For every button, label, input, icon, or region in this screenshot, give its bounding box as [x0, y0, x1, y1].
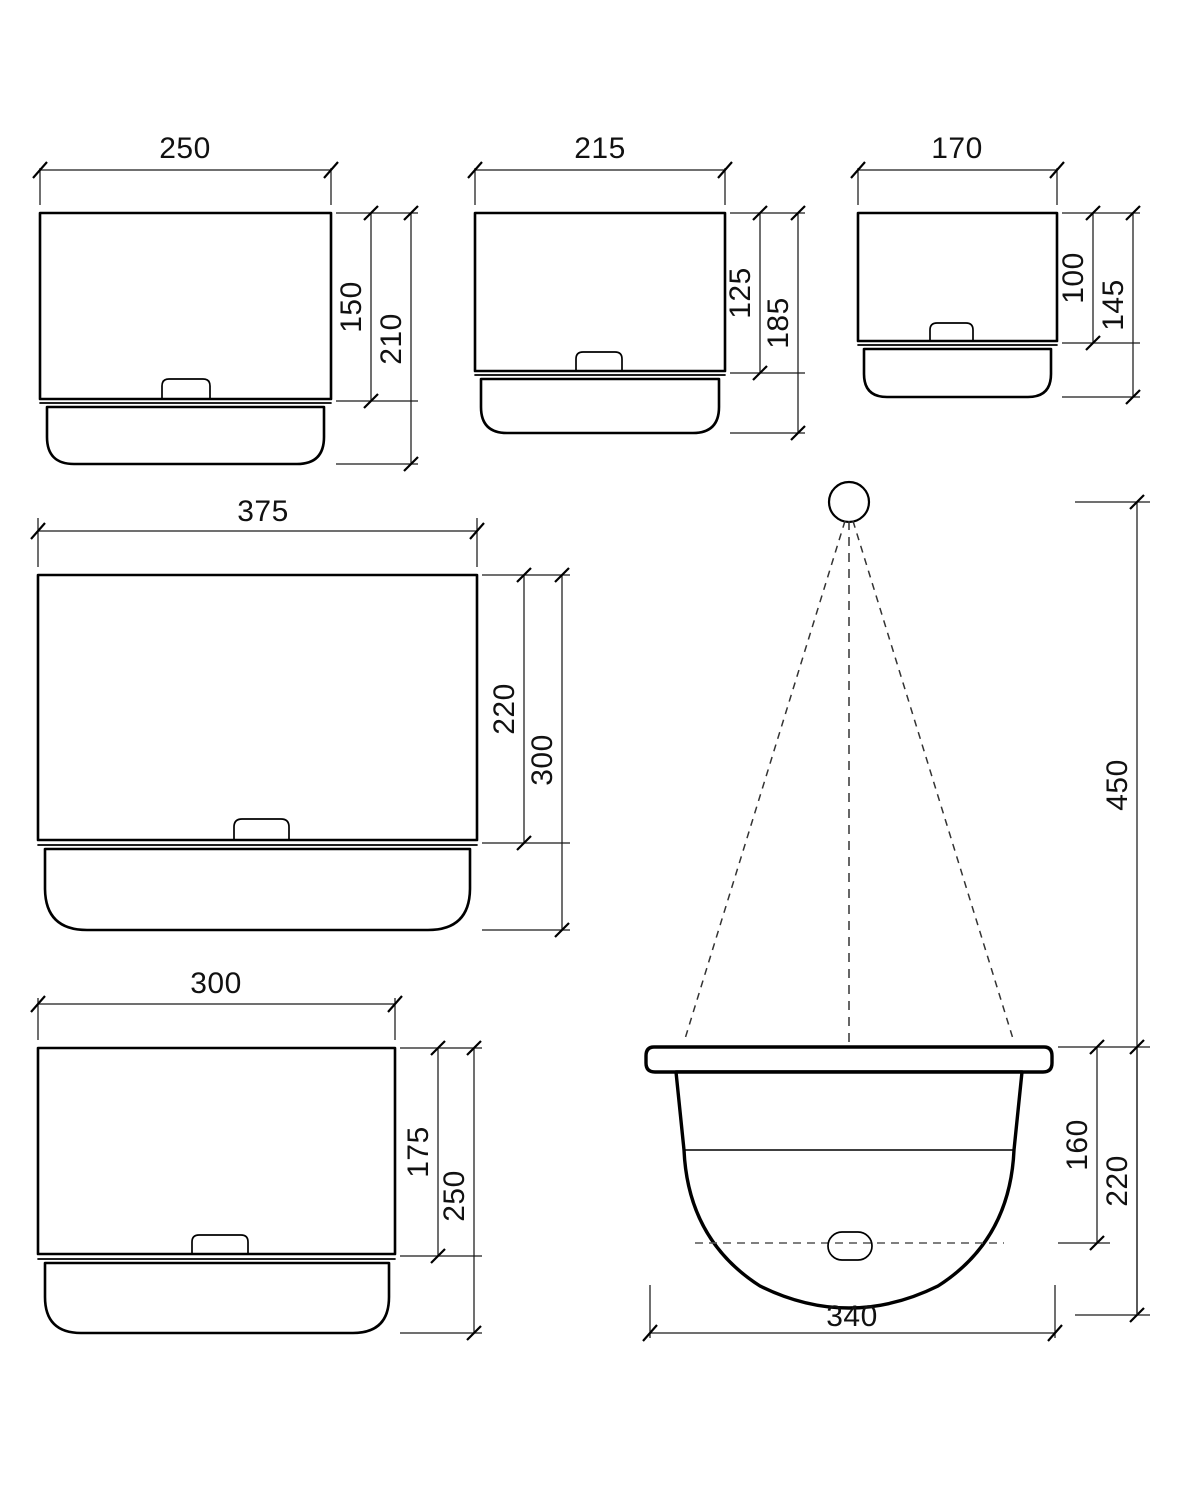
tick-220-bot [516, 835, 532, 851]
dim-label-width-170: 170 [931, 132, 983, 165]
tick-300-bot [554, 922, 570, 938]
tick-210-top [403, 205, 419, 221]
tick-250h-bot [466, 1325, 482, 1341]
handle-tab-375 [233, 818, 290, 841]
planter-body-170 [856, 211, 1059, 343]
tick-450-top [1129, 494, 1145, 510]
tick-220-top [516, 567, 532, 583]
dim-label-100: 100 [1057, 252, 1090, 304]
dim-label-width-250: 250 [159, 132, 211, 165]
tick-220b-top [1129, 1039, 1145, 1055]
dim-label-300: 300 [526, 734, 559, 786]
tick-160-top [1089, 1039, 1105, 1055]
hanger-ring-icon [827, 480, 871, 524]
handle-tab-215 [575, 351, 623, 372]
dim-label-width-300: 300 [190, 967, 242, 1000]
dim-label-340: 340 [826, 1300, 878, 1333]
tick-250h-top [466, 1040, 482, 1056]
tick-250-left [32, 161, 48, 179]
view-rect-planter-250: 250 150 210 [32, 132, 419, 472]
view-rect-planter-170: 170 100 145 [850, 132, 1141, 405]
planter-body-375 [36, 573, 479, 842]
tick-250-right [323, 161, 339, 179]
tick-300w-left [30, 995, 46, 1013]
bowl-rim [644, 1045, 1054, 1074]
tick-145-bot [1125, 389, 1141, 405]
tick-150-bot [363, 393, 379, 409]
handle-tab-300 [191, 1234, 249, 1255]
tick-300w-right [387, 995, 403, 1013]
dim-label-450: 450 [1101, 759, 1134, 811]
view-rect-planter-375: 375 220 300 [30, 495, 570, 938]
tick-215-right [717, 161, 733, 179]
tick-175-bot [430, 1248, 446, 1264]
handle-tab-170 [929, 322, 974, 342]
dim-label-width-375: 375 [237, 495, 289, 528]
planter-body-250 [38, 211, 333, 401]
tick-185-bot [790, 425, 806, 441]
tick-170-left [850, 161, 866, 179]
tick-375-left [30, 522, 46, 540]
planter-body-215 [473, 211, 727, 373]
tick-210-bot [403, 456, 419, 472]
tick-170-right [1049, 161, 1065, 179]
drain-hole [827, 1231, 873, 1261]
tray-215 [479, 377, 721, 435]
planter-body-300 [36, 1046, 397, 1256]
hanger-cord-right [852, 520, 1015, 1043]
tray-170 [862, 347, 1053, 399]
tick-125-bot [752, 365, 768, 381]
tick-100-top [1085, 205, 1101, 221]
dim-label-175: 175 [402, 1126, 435, 1178]
tick-175-top [430, 1040, 446, 1056]
view-hanging-bowl: 450 160 220 340 [642, 480, 1150, 1342]
dim-label-250h: 250 [438, 1170, 471, 1222]
tick-160-bot [1089, 1235, 1105, 1251]
dim-label-width-215: 215 [574, 132, 626, 165]
tick-215-left [467, 161, 483, 179]
dim-label-150: 150 [335, 281, 368, 333]
handle-tab-250 [161, 378, 211, 400]
dim-label-160: 160 [1061, 1119, 1094, 1171]
tray-300 [43, 1261, 391, 1335]
dim-label-125: 125 [724, 267, 757, 319]
dim-label-145: 145 [1097, 279, 1130, 331]
view-rect-planter-300: 300 175 250 [30, 967, 482, 1341]
tick-150-top [363, 205, 379, 221]
tick-340-left [642, 1324, 658, 1342]
tick-100-bot [1085, 335, 1101, 351]
tray-375 [43, 847, 472, 932]
dim-label-185: 185 [762, 297, 795, 349]
tick-375-right [469, 522, 485, 540]
tick-125-top [752, 205, 768, 221]
dim-label-220b: 220 [1101, 1155, 1134, 1207]
tick-145-top [1125, 205, 1141, 221]
view-rect-planter-215: 215 125 185 [467, 132, 806, 441]
tick-300-top [554, 567, 570, 583]
tick-185-top [790, 205, 806, 221]
dim-label-210: 210 [375, 313, 408, 365]
tray-250 [45, 405, 326, 466]
tick-340-right [1047, 1324, 1063, 1342]
hanger-cord-left [683, 520, 846, 1043]
bowl-body [674, 1070, 1024, 1310]
dim-label-220: 220 [488, 683, 521, 735]
